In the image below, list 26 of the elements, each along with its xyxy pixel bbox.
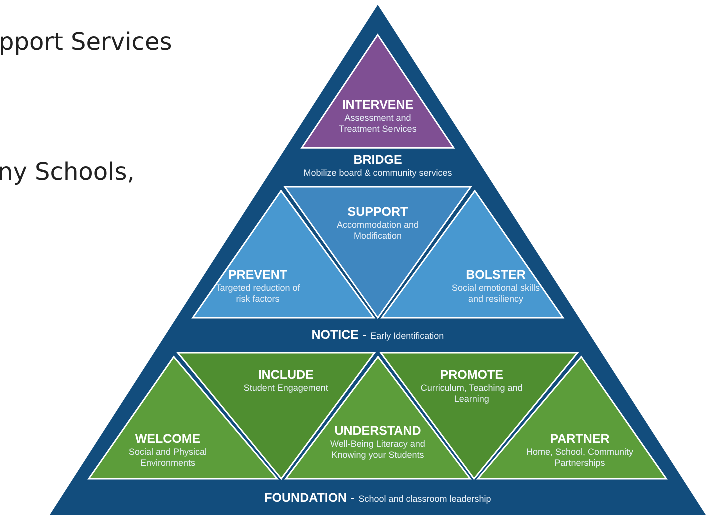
description-text: Home, School, Community Partnerships — [525, 447, 634, 469]
heading-text: BOLSTER — [465, 268, 527, 283]
description-text: Targeted reduction of risk factors — [214, 283, 302, 305]
heading-text: BRIDGE — [352, 153, 404, 168]
heading-text: UNDERSTAND — [334, 424, 422, 439]
description-text: Well-Being Literacy and Knowing your Students — [330, 439, 426, 461]
heading-text: NOTICE - — [312, 328, 367, 343]
description-text: School and classroom leadership — [358, 494, 492, 505]
heading-text: SUPPORT — [346, 205, 410, 220]
heading-text: FOUNDATION - — [264, 491, 355, 506]
description-text: Assessment and Treatment Services — [338, 112, 418, 135]
heading-text: pport Services — [0, 28, 172, 56]
heading-text: INTERVENE — [341, 98, 415, 113]
heading-text: PREVENT — [227, 268, 288, 283]
description-text: Early Identification — [370, 331, 444, 342]
description-text: Social emotional skills and resiliency — [451, 283, 541, 305]
heading-text: ny Schools, — [0, 158, 135, 186]
description-text: Mobilize board & community services — [302, 168, 454, 179]
heading-text: WELCOME — [134, 432, 202, 447]
description-text: Curriculum, Teaching and Learning — [420, 383, 524, 405]
heading-text: PROMOTE — [439, 368, 504, 383]
heading-text: PARTNER — [549, 432, 611, 447]
description-text: Accommodation and Modification — [336, 220, 420, 242]
description-text: Social and Physical Environments — [128, 447, 208, 469]
description-text: Student Engagement — [242, 383, 330, 394]
heading-text: INCLUDE — [257, 368, 315, 383]
